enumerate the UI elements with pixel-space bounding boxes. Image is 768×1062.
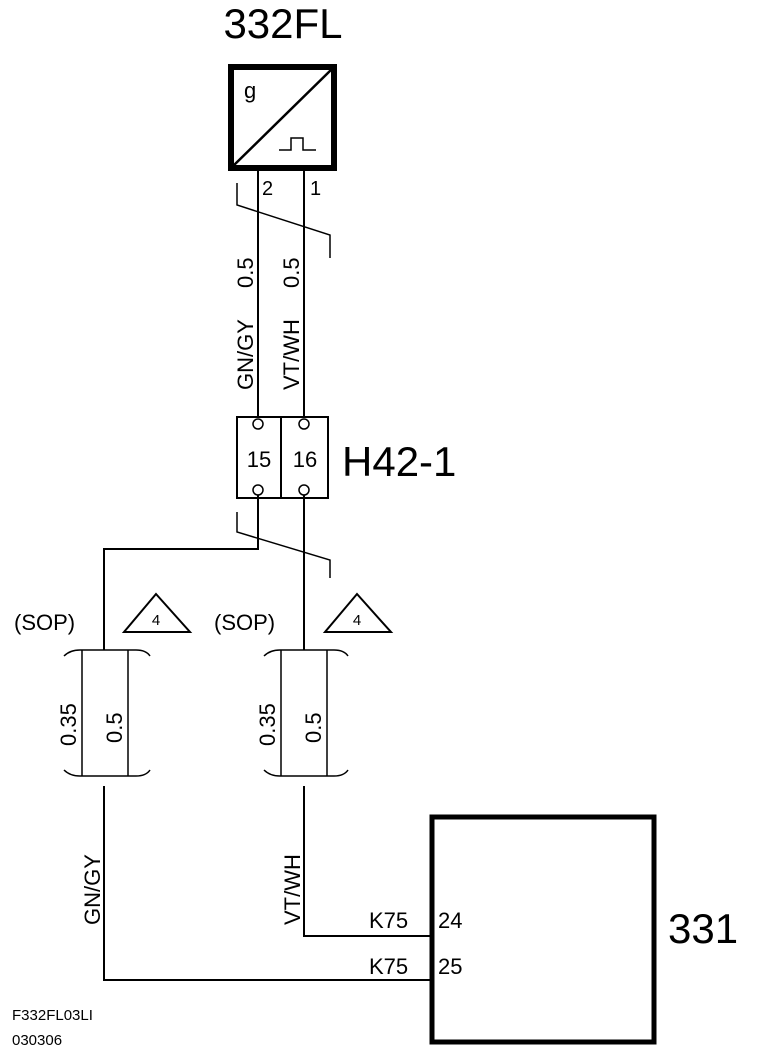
note-triangle-right (322, 592, 394, 633)
pin-label-2: 2 (262, 178, 273, 200)
sop-right-size-a: 0.35 (255, 703, 280, 746)
wire-color-gn-gy-upper: GN/GY (233, 319, 258, 390)
footer-code: F332FL03LI (12, 1007, 93, 1024)
note-number-left: 4 (152, 612, 160, 629)
sop-left-size-a: 0.35 (56, 703, 81, 746)
note-triangle-left (121, 592, 193, 633)
pulse-signal-icon (279, 137, 316, 151)
sensor-glyph: g (244, 78, 256, 103)
sop-label-right: (SOP) (214, 610, 275, 635)
sop-bracket-right (263, 649, 349, 777)
connector-pin-16: 16 (293, 447, 317, 472)
footer-date: 030306 (12, 1032, 62, 1049)
wire-mid-left (103, 495, 259, 650)
connector-pin-15: 15 (247, 447, 271, 472)
module-pin-25-number: 25 (438, 954, 462, 979)
module-box (429, 814, 657, 1045)
connector-id-label: H42-1 (342, 438, 456, 485)
module-pin-25-connector: K75 (369, 954, 408, 979)
module-pin-24-number: 24 (438, 908, 462, 933)
sop-bracket-left (63, 649, 151, 777)
wire-size-right-upper: 0.5 (279, 257, 304, 288)
break-symbol-upper (236, 183, 331, 258)
module-pin-24-connector: K75 (369, 908, 408, 933)
note-number-right: 4 (353, 612, 361, 629)
wire-color-vt-wh-upper: VT/WH (279, 319, 304, 390)
wire-lower-left (103, 786, 432, 981)
wire-color-vt-wh-lower: VT/WH (280, 854, 305, 925)
wire-color-gn-gy-lower: GN/GY (80, 854, 105, 925)
module-id-label: 331 (668, 905, 738, 952)
wire-size-left-upper: 0.5 (233, 257, 258, 288)
sop-right-size-b: 0.5 (301, 712, 326, 743)
pin-label-1: 1 (310, 178, 321, 200)
sensor-id-label: 332FL (223, 0, 342, 47)
sensor-symbol (228, 64, 337, 171)
wire-lower-right (303, 786, 432, 937)
sop-label-left: (SOP) (14, 610, 75, 635)
sop-left-size-b: 0.5 (102, 712, 127, 743)
break-symbol-lower (236, 512, 331, 578)
